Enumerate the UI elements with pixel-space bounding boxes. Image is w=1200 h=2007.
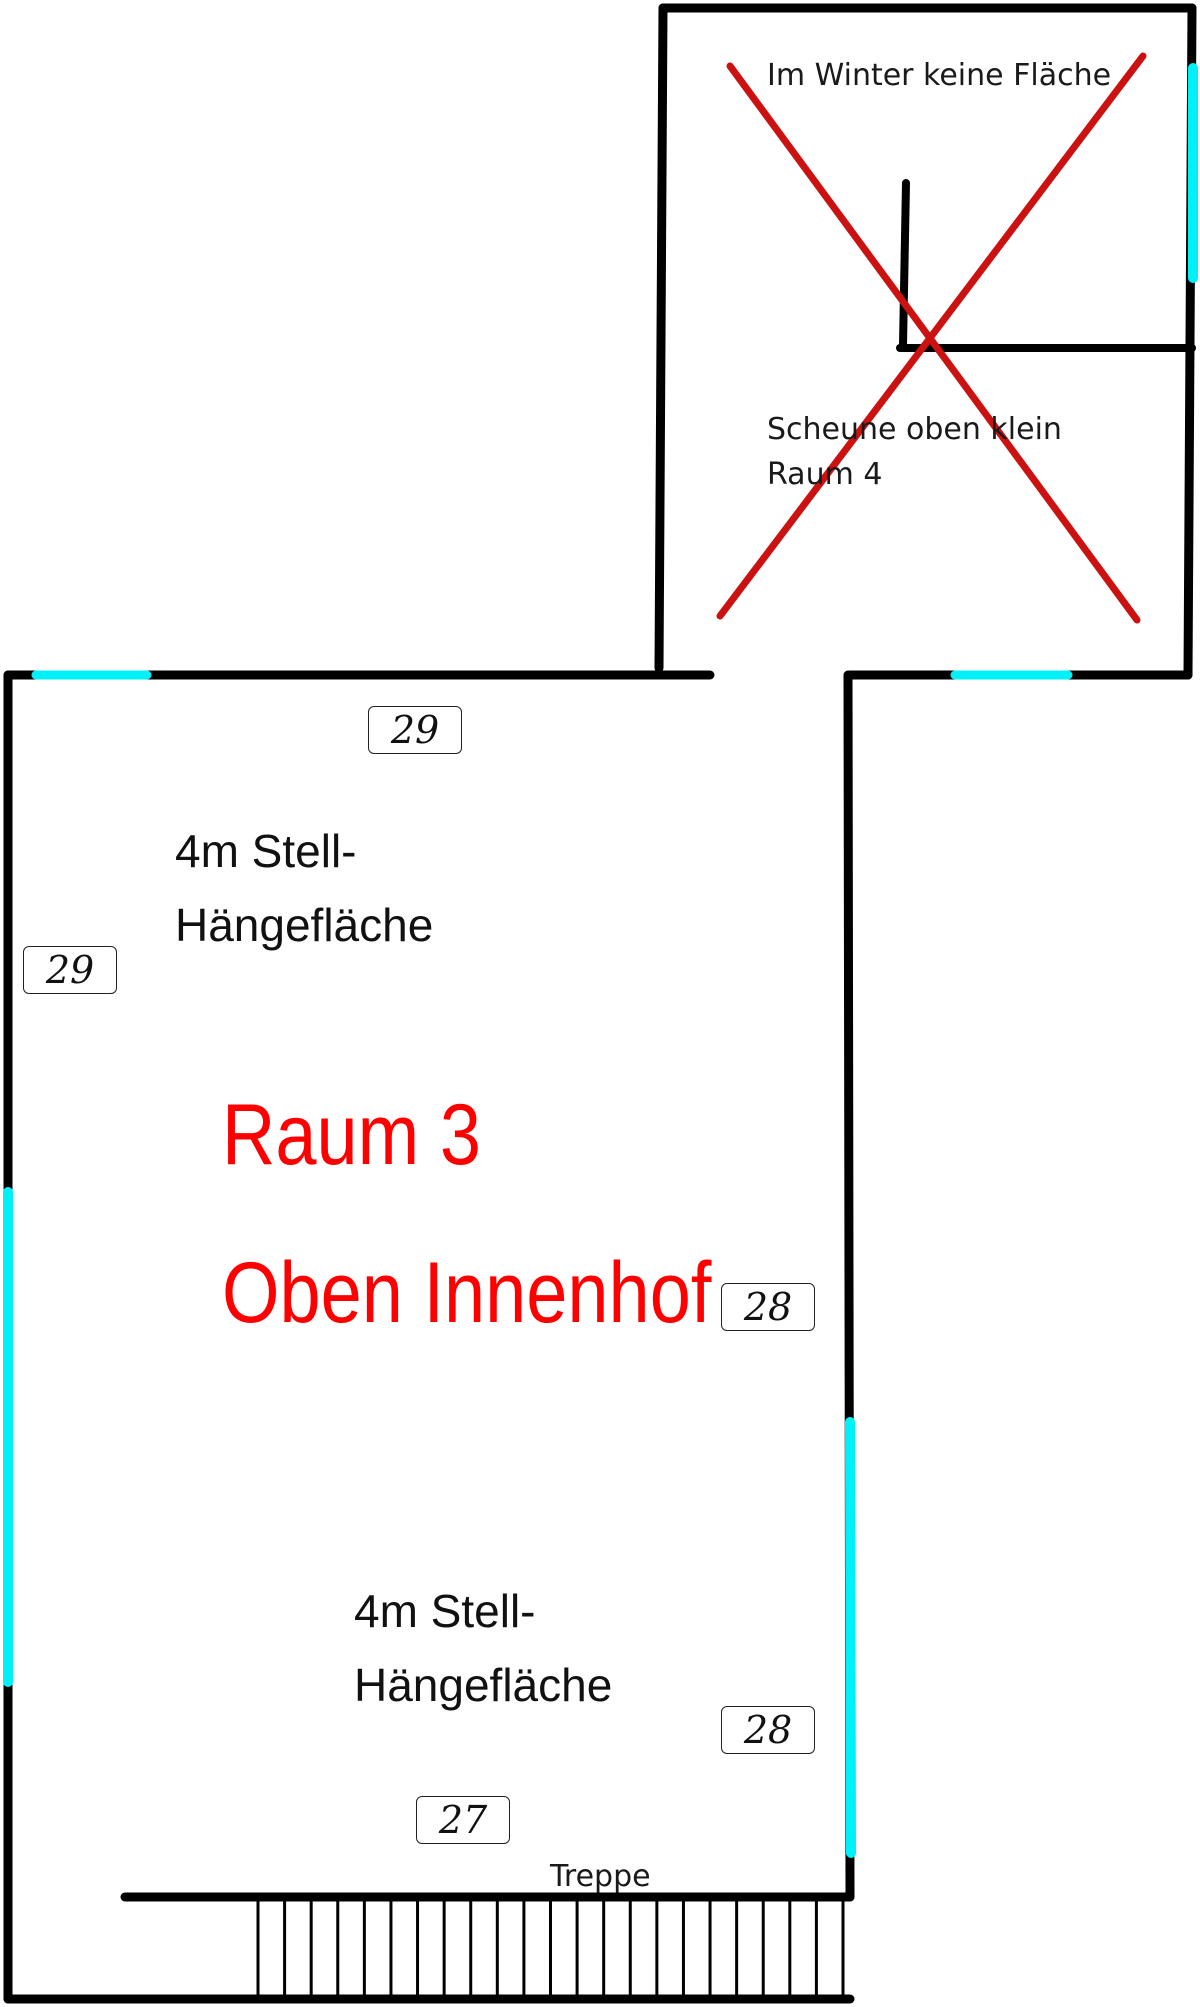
badge-right-lower: 28 <box>721 1706 815 1754</box>
room4-note: Im Winter keine Fläche <box>767 58 1112 93</box>
badge-bottom: 27 <box>416 1796 510 1844</box>
area-label-upper-line1: 4m Stell- <box>175 825 357 877</box>
room4-label: Scheune oben klein Raum 4 <box>767 407 1062 497</box>
area-label-lower-line2: Hängefläche <box>354 1658 613 1711</box>
wall-annex-left <box>654 3 668 673</box>
area-label-upper-line2: Hängefläche <box>175 898 434 951</box>
cross-stroke-1 <box>726 62 1141 624</box>
cross-stroke-2 <box>716 52 1147 620</box>
room4-cross-out <box>716 52 1147 624</box>
window-main-right <box>845 1417 856 1858</box>
room4-label-line2: Raum 4 <box>767 457 883 492</box>
area-label-lower: 4m Stell- Hängefläche <box>354 1575 612 1722</box>
stairs-label: Treppe <box>550 1859 651 1894</box>
room3-title-line2: Oben Innenhof <box>222 1245 712 1341</box>
room4-label-line1: Scheune oben klein <box>767 412 1062 447</box>
area-label-upper: 4m Stell- Hängefläche <box>175 815 433 962</box>
windows <box>3 63 1198 1858</box>
room3-title-line1: Raum 3 <box>222 1087 481 1183</box>
badge-right-upper: 28 <box>721 1283 815 1331</box>
badge-top: 29 <box>368 706 462 754</box>
wall-annex-inner-v <box>899 179 910 349</box>
badge-left: 29 <box>23 946 117 994</box>
stairs <box>256 1900 845 1996</box>
area-label-lower-line1: 4m Stell- <box>354 1585 536 1637</box>
